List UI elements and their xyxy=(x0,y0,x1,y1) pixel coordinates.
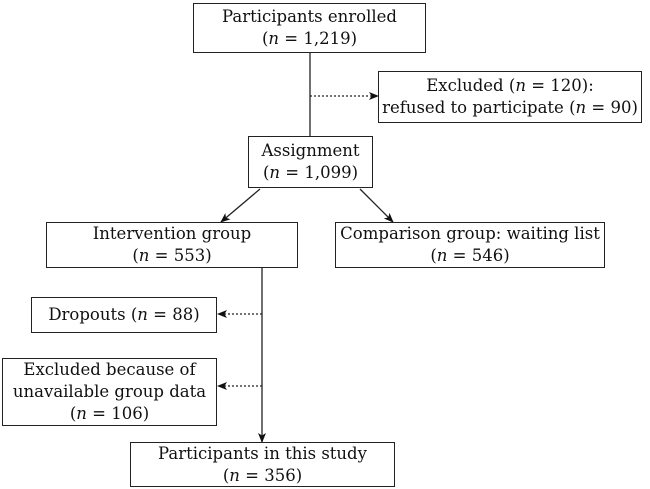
intervention-label: Intervention group xyxy=(92,224,252,243)
enrolled-count: (n = 1,219) xyxy=(261,29,358,48)
arrow-to-intervention xyxy=(220,188,261,223)
excluded-initial-reason: refused to participate (n = 90) xyxy=(382,98,638,117)
assignment-count: (n = 1,099) xyxy=(262,163,359,182)
intervention-count: (n = 553) xyxy=(132,246,212,265)
dropouts-count: Dropouts (n = 88) xyxy=(48,305,200,324)
final-label: Participants in this study xyxy=(158,443,367,463)
node-excluded-group: Excluded because of unavailable group da… xyxy=(2,358,217,426)
final-count: (n = 356) xyxy=(222,465,303,485)
node-excluded-initial: Excluded (n = 120): refused to participa… xyxy=(378,71,642,123)
excluded-group-line1: Excluded because of xyxy=(23,360,196,379)
comparison-label: Comparison group: waiting list xyxy=(340,224,600,243)
node-final: Participants in this study (n = 356) xyxy=(130,442,395,487)
node-dropouts: Dropouts (n = 88) xyxy=(31,297,217,333)
excluded-initial-count: Excluded (n = 120): xyxy=(426,76,594,95)
node-comparison: Comparison group: waiting list (n = 546) xyxy=(335,222,605,268)
arrow-to-comparison xyxy=(359,188,394,223)
excluded-group-count: (n = 106) xyxy=(69,404,150,423)
node-assignment: Assignment (n = 1,099) xyxy=(248,136,373,188)
comparison-count: (n = 546) xyxy=(430,246,510,265)
assignment-label: Assignment xyxy=(261,141,360,160)
enrolled-label: Participants enrolled xyxy=(222,7,397,26)
excluded-group-line2: unavailable group data xyxy=(12,382,207,401)
node-intervention: Intervention group (n = 553) xyxy=(46,222,298,268)
node-enrolled: Participants enrolled (n = 1,219) xyxy=(193,3,426,53)
